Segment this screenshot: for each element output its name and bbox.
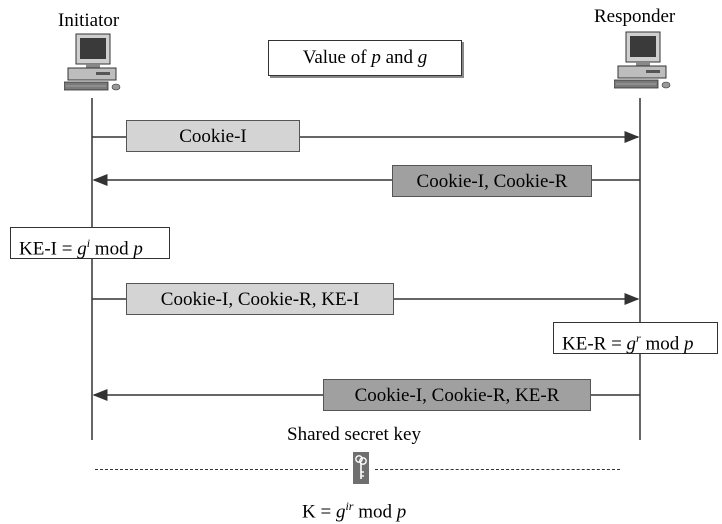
message-ke-i: Cookie-I, Cookie-R, KE-I xyxy=(126,283,394,315)
ke-i-formula: KE-I = gi mod p xyxy=(10,227,170,259)
shared-base: g xyxy=(335,501,346,523)
initiator-label: Initiator xyxy=(58,10,120,31)
ke-i-exp: i xyxy=(86,236,91,250)
shared-exp: ir xyxy=(345,499,354,513)
params-prefix: Value of xyxy=(302,47,372,68)
ke-i-mod: mod xyxy=(90,238,134,260)
shared-key-dashline-left xyxy=(95,469,348,470)
ke-r-lhs: KE-R = xyxy=(562,333,627,355)
ke-r-base: g xyxy=(626,333,637,355)
message-cookie-i-cookie-r: Cookie-I, Cookie-R xyxy=(392,165,592,197)
responder-label: Responder xyxy=(594,6,676,27)
shared-mod: mod xyxy=(353,501,397,523)
shared-secret-label: Shared secret key xyxy=(287,424,421,445)
key-icon xyxy=(353,452,369,484)
param-p: p xyxy=(371,47,381,68)
message-cookie-i: Cookie-I xyxy=(126,120,300,152)
param-g: g xyxy=(417,47,428,68)
params-mid: and xyxy=(380,47,418,68)
shared-key-formula: K = gir mod p xyxy=(302,495,406,523)
params-note: Value of p and g xyxy=(268,40,462,76)
ke-r-formula: KE-R = gr mod p xyxy=(553,322,718,354)
shared-lhs: K = xyxy=(302,501,336,523)
shared-key-dashline-right xyxy=(375,469,620,470)
message-ke-r: Cookie-I, Cookie-R, KE-R xyxy=(323,379,591,411)
ke-r-p: p xyxy=(684,333,694,355)
ke-i-p: p xyxy=(133,238,143,260)
responder-computer-icon xyxy=(614,31,671,89)
ke-r-exp: r xyxy=(636,331,641,345)
ke-i-lhs: KE-I = xyxy=(19,238,78,260)
ke-r-mod: mod xyxy=(640,333,684,355)
initiator-computer-icon xyxy=(64,33,121,91)
shared-p: p xyxy=(396,501,407,523)
ke-i-base: g xyxy=(77,238,87,260)
